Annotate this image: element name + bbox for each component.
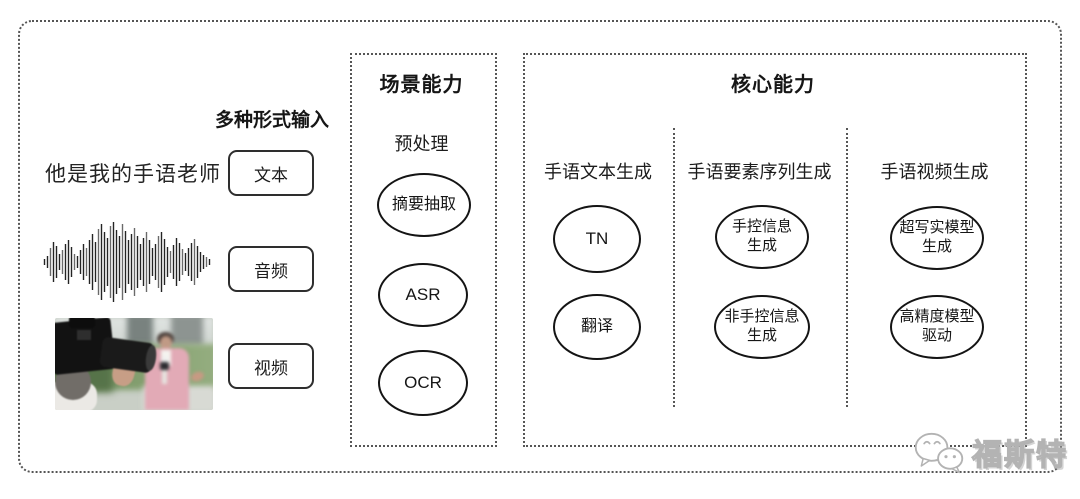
node-asr: ASR (378, 263, 468, 327)
node-hyperrealistic-model-generation: 超写实模型 生成 (890, 206, 984, 270)
node-label: 翻译 (580, 318, 613, 335)
core-column-divider (673, 128, 675, 407)
microphone-handle (162, 370, 167, 384)
core-capability-title: 核心能力 (731, 74, 815, 96)
outer-dotted-frame (18, 20, 1062, 473)
node-label: TN (585, 229, 609, 249)
watermark-text: 福斯特 (971, 438, 1068, 472)
column-header-text-generation: 手语文本生成 (544, 162, 652, 182)
core-column-divider (846, 128, 848, 407)
node-label: 摘要抽取 (391, 196, 456, 213)
input-type-box-video: 视频 (228, 343, 314, 389)
camera-detail (77, 330, 91, 340)
video-input-photo (55, 318, 213, 410)
node-label: OCR (404, 373, 442, 393)
input-type-box-text: 文本 (228, 150, 314, 196)
input-type-box-audio: 音频 (228, 246, 314, 292)
column-header-element-sequence: 手语要素序列生成 (687, 162, 832, 182)
photo-reporter (143, 332, 207, 410)
text-input-sample: 他是我的手语老师 (45, 163, 221, 186)
node-label: 非手控信息 生成 (724, 308, 800, 344)
node-label: 手控信息 生成 (731, 218, 792, 254)
scene-capability-box (350, 53, 497, 447)
reporter-hand (189, 370, 206, 383)
node-tn: TN (553, 205, 641, 273)
wechat-icon (914, 432, 964, 474)
node-non-manual-info-generation: 非手控信息 生成 (714, 295, 810, 359)
node-label: 高精度模型 驱动 (899, 308, 975, 344)
input-type-label: 视频 (254, 358, 288, 378)
microphone-head (161, 356, 168, 363)
core-capability-box (523, 53, 1027, 447)
watermark: 福斯特 (912, 428, 1068, 476)
preprocess-label: 预处理 (394, 134, 449, 154)
photo-building (171, 318, 203, 346)
node-high-precision-model-driving: 高精度模型 驱动 (890, 295, 984, 359)
audio-waveform (43, 222, 211, 302)
input-type-label: 文本 (254, 165, 288, 185)
node-translation: 翻译 (553, 294, 641, 360)
node-label: 超写实模型 生成 (899, 219, 975, 255)
microphone-flag (160, 362, 169, 370)
node-summary-extraction: 摘要抽取 (377, 173, 471, 237)
node-label: ASR (405, 285, 441, 305)
reporter-face (160, 336, 172, 349)
input-type-label: 音频 (254, 261, 288, 281)
node-ocr: OCR (378, 350, 468, 416)
photo-camera-foreground (55, 318, 163, 410)
input-section-title: 多种形式输入 (214, 110, 329, 131)
camera-viewfinder (69, 318, 95, 328)
node-manual-info-generation: 手控信息 生成 (715, 205, 809, 269)
scene-capability-title: 场景能力 (379, 74, 464, 96)
column-header-video-generation: 手语视频生成 (880, 162, 989, 182)
